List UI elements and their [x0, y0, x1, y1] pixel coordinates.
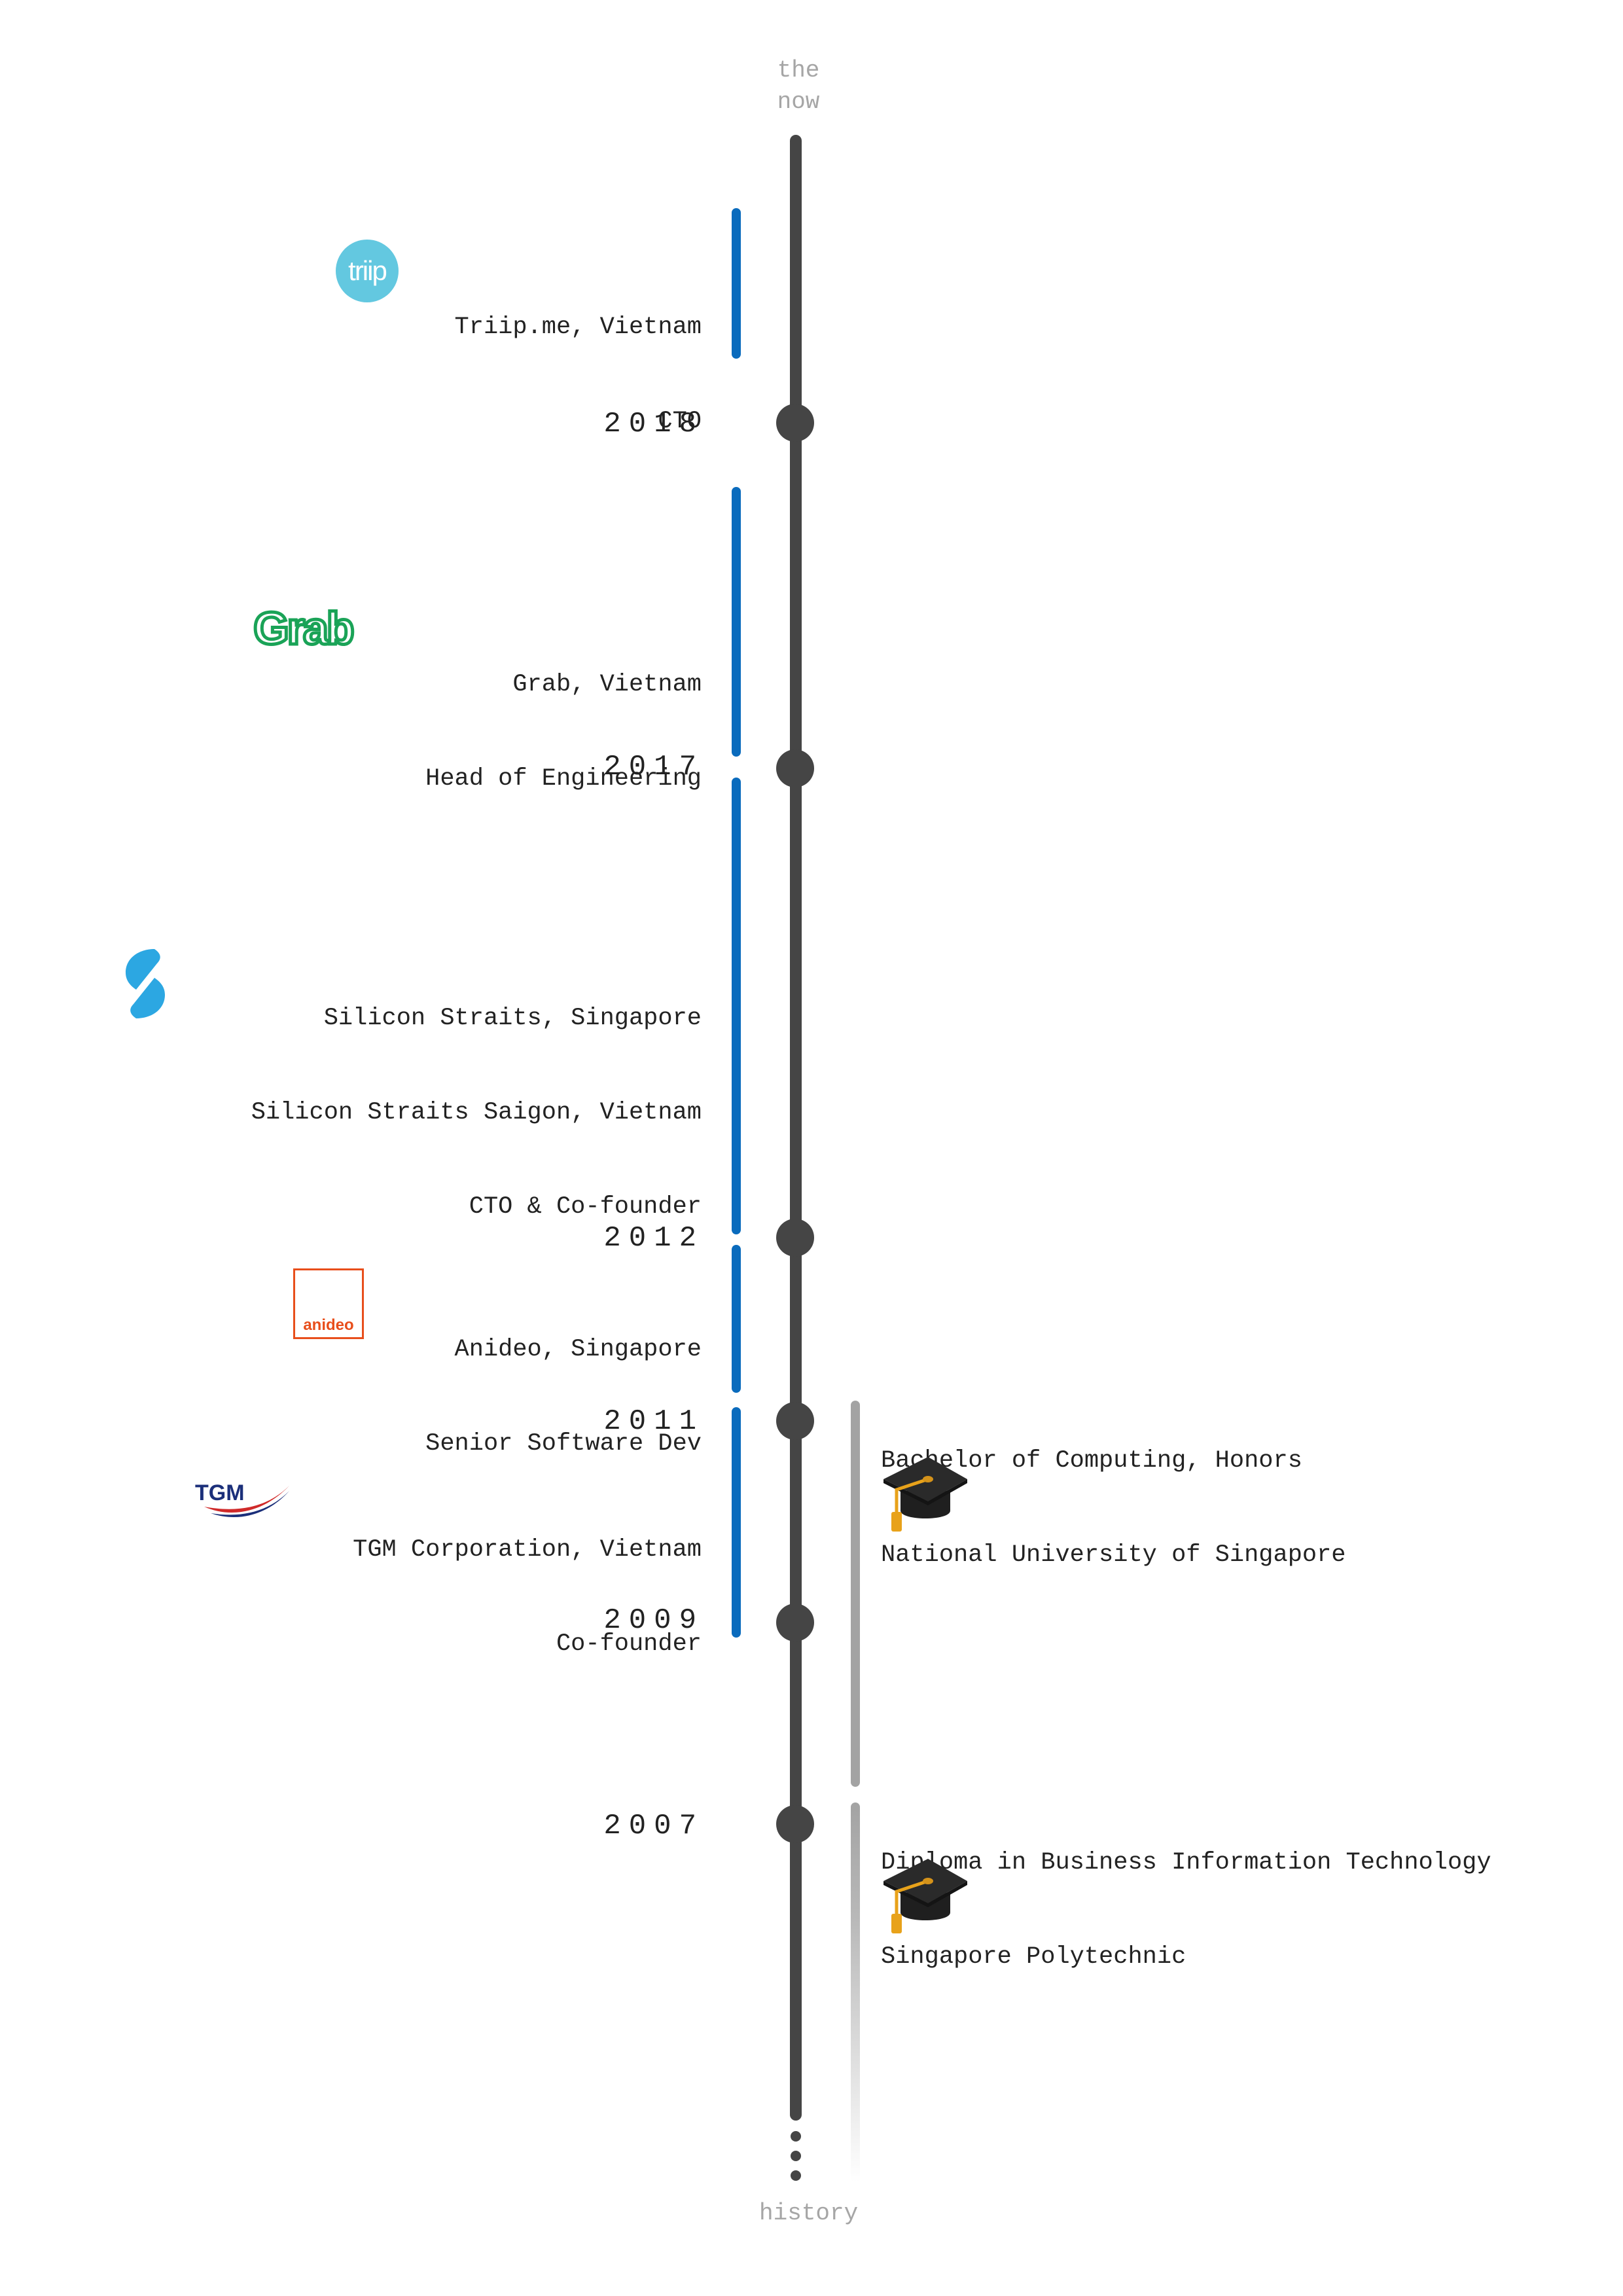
year-marker-2011 [776, 1402, 814, 1440]
education-period-bar-polytechnic [851, 1803, 860, 2182]
work-entry-company: TGM Corporation, Vietnam [353, 1536, 702, 1564]
timeline-bottom-label: history [759, 2200, 859, 2227]
grab-logo-text: Grab [253, 606, 353, 654]
work-entry-company: Silicon Straits, Singapore [323, 1005, 702, 1032]
anideo-logo: anideo [293, 1268, 364, 1339]
work-entry-company: Silicon Straits Saigon, Vietnam [251, 1099, 702, 1126]
timeline-continuation-dot [791, 2151, 801, 2161]
timeline-continuation-dot [791, 2131, 801, 2142]
work-entry-company: Triip.me, Vietnam [454, 314, 702, 341]
work-entry-role: Co-founder [556, 1630, 702, 1658]
graduation-cap-icon [883, 1457, 967, 1532]
year-marker-2009 [776, 1604, 814, 1641]
year-label-2018: 2018 [603, 408, 704, 440]
year-label-2011: 2011 [603, 1405, 704, 1438]
education-entry-school: National University of Singapore [881, 1541, 1346, 1569]
work-entry-silicon-straits: Silicon Straits, Singapore Silicon Strai… [251, 940, 702, 1285]
education-entry-school: Singapore Polytechnic [881, 1943, 1186, 1971]
education-entry-degree: Diploma in Business Information Technolo… [881, 1849, 1491, 1876]
timeline-top-label: the now [777, 57, 820, 115]
year-label-2009: 2009 [603, 1604, 704, 1637]
timeline-continuation-dot [791, 2170, 801, 2181]
education-entry-polytechnic: Diploma in Business Information Technolo… [881, 1784, 1491, 2036]
work-period-bar-triip [732, 208, 741, 359]
work-period-bar-anideo [732, 1245, 741, 1393]
year-marker-2018 [776, 404, 814, 442]
tgm-logo-text: TGM [195, 1480, 245, 1505]
work-entry-grab: Grab, Vietnam Head of Engineering [425, 606, 702, 857]
work-entry-triip: Triip.me, Vietnam CTO [455, 249, 702, 500]
silicon-straits-logo [126, 949, 165, 1018]
year-marker-2017 [776, 749, 814, 787]
year-marker-2007 [776, 1805, 814, 1843]
grab-logo: Grab [252, 606, 357, 655]
triip-logo: triip [336, 240, 399, 302]
education-period-bar-nus [851, 1401, 860, 1787]
year-label-2012: 2012 [603, 1222, 704, 1255]
graduation-cap-icon [883, 1859, 967, 1933]
work-period-bar-tgm [732, 1407, 741, 1638]
tgm-logo: TGM [195, 1480, 289, 1518]
year-label-2007: 2007 [603, 1810, 704, 1842]
work-entry-anideo: Anideo, Singapore Senior Software Dev [425, 1271, 702, 1522]
year-label-2017: 2017 [603, 751, 704, 783]
work-entry-company: Anideo, Singapore [454, 1336, 702, 1363]
work-entry-role: Head of Engineering [425, 765, 702, 793]
work-period-bar-grab [732, 487, 741, 757]
work-entry-role: Senior Software Dev [425, 1430, 702, 1458]
work-period-bar-silicon-straits [732, 778, 741, 1234]
work-entry-role: CTO & Co-founder [469, 1193, 702, 1221]
year-marker-2012 [776, 1219, 814, 1257]
work-entry-tgm: TGM Corporation, Vietnam Co-founder [353, 1471, 702, 1723]
work-entry-company: Grab, Vietnam [512, 671, 702, 698]
work-entry-role: CTO [658, 408, 702, 435]
